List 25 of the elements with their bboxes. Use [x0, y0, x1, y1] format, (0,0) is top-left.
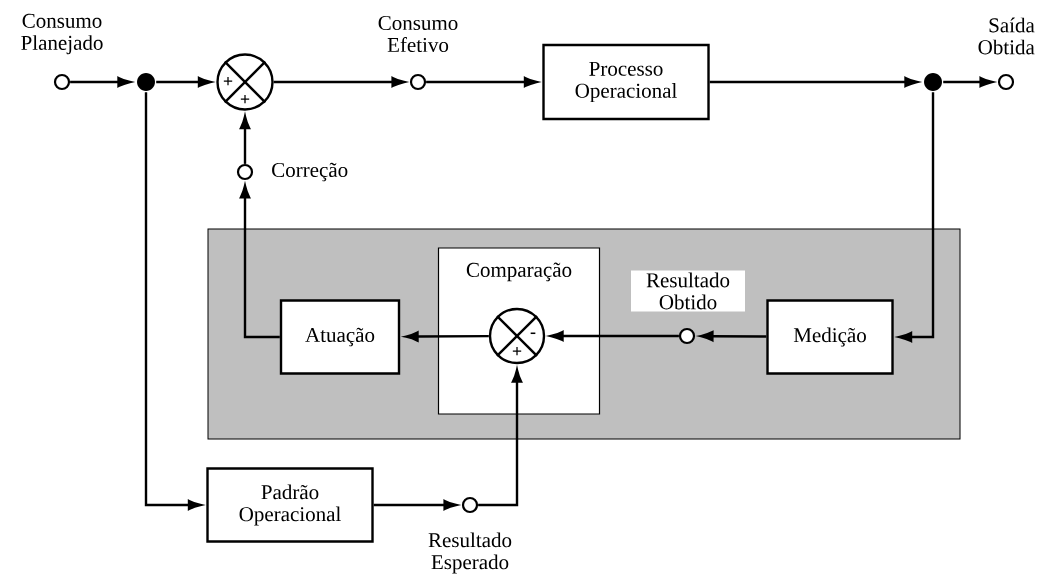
terminal-circle	[997, 73, 1015, 91]
process-box: Padrão Operacional	[206, 467, 374, 543]
junction-dot	[137, 73, 155, 91]
junction-dot	[924, 73, 942, 91]
arrow	[699, 330, 767, 342]
arrow	[943, 76, 994, 88]
process-box: Medição	[766, 299, 894, 375]
arrow	[273, 76, 406, 88]
terminal-circle	[461, 496, 479, 514]
node-label: Resultado Esperado	[428, 532, 512, 574]
summing-junction: + +	[216, 53, 274, 111]
node-label: Consumo Planejado	[21, 13, 103, 55]
process-box: Atuação	[279, 299, 401, 375]
node-label: Resultado Obtido	[631, 270, 745, 312]
node-label: Correção	[272, 162, 348, 182]
terminal-circle	[236, 163, 254, 181]
node-label: Saída Obtida	[978, 17, 1035, 55]
node-label: Consumo Efetivo	[378, 15, 458, 53]
terminal-circle	[678, 327, 696, 345]
summing-junction: - +	[488, 307, 546, 365]
terminal-circle	[409, 73, 427, 91]
arrow	[239, 184, 280, 339]
arrow	[373, 499, 458, 511]
process-box: Processo Operacional	[542, 43, 710, 121]
terminal-circle	[53, 73, 71, 91]
